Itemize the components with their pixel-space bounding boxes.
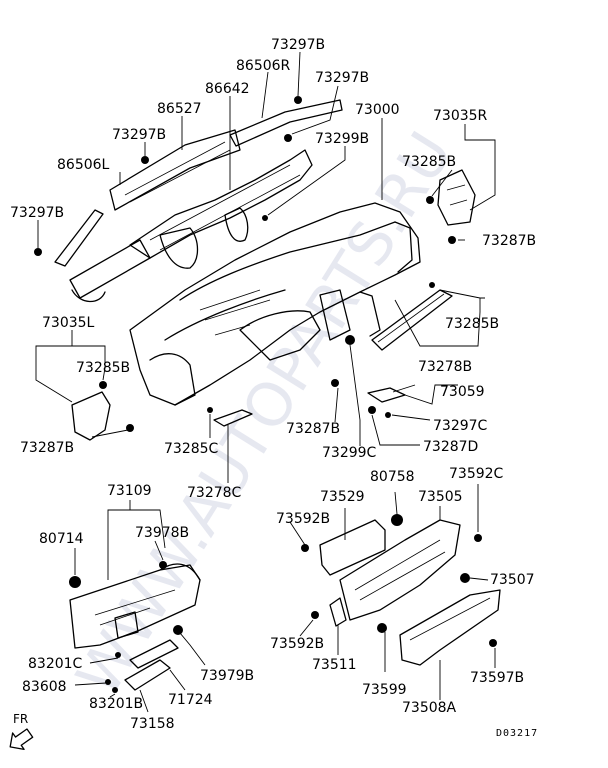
reference-code: D03217 (496, 728, 538, 739)
label-73297B-b: 73297B (315, 70, 369, 86)
label-86527: 86527 (157, 101, 202, 117)
label-73597B: 73597B (470, 670, 524, 686)
glove-box-frame-73505 (339, 519, 461, 621)
label-73507: 73507 (490, 572, 535, 588)
trim-strip-73278C (213, 409, 253, 427)
trim-strip-73278B (371, 289, 453, 351)
label-73000: 73000 (355, 102, 400, 118)
vent-86527 (109, 129, 241, 211)
label-73592B-b: 73592B (270, 636, 324, 652)
label-86506R: 86506R (236, 58, 291, 74)
center-duct-86642 (129, 149, 313, 269)
right-duct-86506R (229, 99, 343, 147)
label-73158: 73158 (130, 716, 175, 732)
label-73978B: 73978B (135, 525, 189, 541)
dashboard-panel-73000 (129, 202, 421, 406)
side-cover-73035R (437, 169, 476, 226)
label-86506L: 86506L (57, 157, 110, 173)
label-73508A: 73508A (402, 700, 457, 716)
label-73287B-a: 73287B (482, 233, 536, 249)
label-73059: 73059 (440, 384, 485, 400)
label-73599: 73599 (362, 682, 407, 698)
label-73285C: 73285C (164, 441, 219, 457)
label-83201C: 83201C (28, 656, 83, 672)
fasteners (34, 96, 497, 693)
side-cover-73035L (71, 391, 111, 441)
label-73035L: 73035L (42, 315, 95, 331)
label-73287B-c: 73287B (20, 440, 74, 456)
label-73592B-a: 73592B (276, 511, 330, 527)
label-73287B-b: 73287B (286, 421, 340, 437)
label-73297B-d: 73297B (10, 205, 64, 221)
label-73299C: 73299C (322, 445, 377, 461)
label-71724: 71724 (168, 692, 213, 708)
label-73511: 73511 (312, 657, 357, 673)
label-73278C: 73278C (187, 485, 242, 501)
glove-box-door-73508A (399, 589, 501, 666)
label-73979B: 73979B (200, 668, 254, 684)
label-73285B-c: 73285B (76, 360, 130, 376)
tray-73529 (319, 519, 386, 576)
watermark: WWW.AUTOPARTS.RU (63, 120, 466, 708)
label-80714: 80714 (39, 531, 84, 547)
cover-73158 (124, 659, 171, 691)
part-labels: 73297B 86506R 73297B 86642 86527 73297B … (10, 37, 536, 732)
latch-73511 (329, 597, 347, 627)
label-73297C: 73297C (433, 418, 488, 434)
fr-arrow-icon (9, 728, 34, 750)
label-73287D: 73287D (423, 439, 478, 455)
leader-lines (35, 51, 496, 713)
label-73109: 73109 (107, 483, 152, 499)
label-73299B: 73299B (315, 131, 369, 147)
label-73285B-a: 73285B (402, 154, 456, 170)
label-83201B: 83201B (89, 696, 143, 712)
panel-71724 (129, 639, 179, 669)
fr-label: FR (13, 712, 28, 726)
left-duct-86506L (54, 209, 151, 303)
label-73297B-a: 73297B (271, 37, 325, 53)
label-80758: 80758 (370, 469, 415, 485)
label-83608: 83608 (22, 679, 67, 695)
label-73529: 73529 (320, 489, 365, 505)
label-86642: 86642 (205, 81, 250, 97)
label-73297B-c: 73297B (112, 127, 166, 143)
label-73505: 73505 (418, 489, 463, 505)
front-direction-indicator: FR (9, 712, 34, 750)
label-73035R: 73035R (433, 108, 488, 124)
label-73285B-b: 73285B (445, 316, 499, 332)
label-73592C: 73592C (449, 466, 504, 482)
label-73278B: 73278B (418, 359, 472, 375)
